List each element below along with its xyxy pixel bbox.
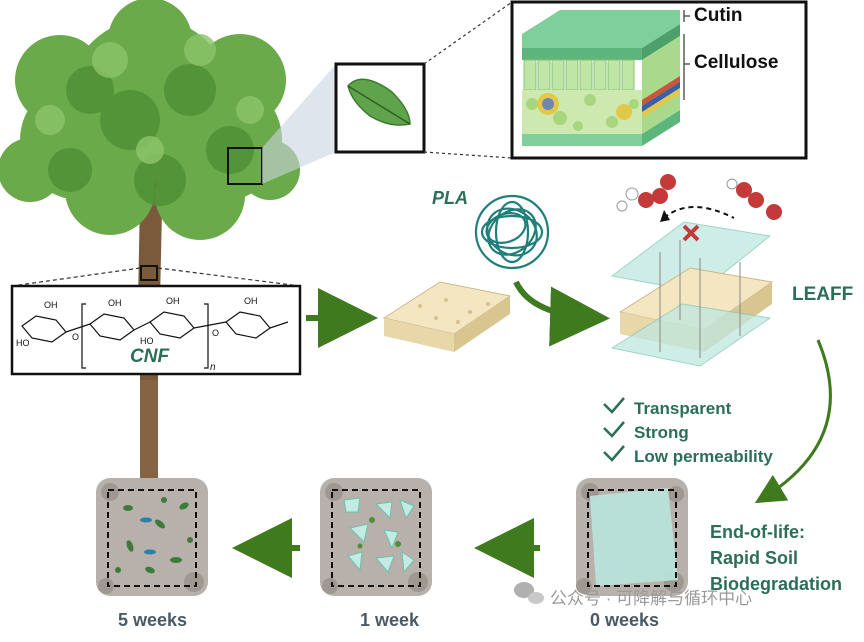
property-low-permeability: Low permeability <box>634 447 773 466</box>
tree <box>0 0 300 480</box>
end-of-life-line-1: End-of-life: <box>710 522 805 542</box>
label-leaff: LEAFF <box>792 284 854 305</box>
timeline-label-1-week: 1 week <box>360 610 420 630</box>
water-oxygen-molecules <box>616 174 782 220</box>
label-n-subscript: n <box>210 362 216 373</box>
label-o-1: O <box>72 332 80 342</box>
cellulose-structure <box>21 303 289 369</box>
arrow-pla-to-leaff <box>513 280 610 347</box>
soil-1-week <box>320 478 432 596</box>
label-ho-2: HO <box>140 336 154 346</box>
leaff-assembly <box>610 221 774 367</box>
label-cutin: Cutin <box>694 5 743 26</box>
trunk-zoom-box <box>140 265 158 281</box>
timeline-label-0-weeks: 0 weeks <box>590 610 660 630</box>
blocked-x-icon <box>682 224 700 242</box>
blocked-path-arrow <box>663 206 735 219</box>
label-oh-1: OH <box>44 300 58 310</box>
soil-5-weeks <box>96 478 208 596</box>
timeline-label-5-weeks: 5 weeks <box>118 610 188 630</box>
label-ho-1: HO <box>16 338 30 348</box>
label-oh-3: OH <box>166 296 180 306</box>
property-transparent: Transparent <box>634 399 732 418</box>
label-cnf: CNF <box>130 346 170 367</box>
watermark: 公众号 · 可降解与循环中心 <box>550 589 753 608</box>
label-cellulose: Cellulose <box>694 52 779 73</box>
wechat-icon <box>514 582 544 604</box>
leaf-icon <box>347 78 411 126</box>
label-o-2: O <box>212 328 220 338</box>
soil-0-weeks <box>576 478 688 596</box>
check-icon <box>603 397 625 462</box>
label-oh-2: OH <box>108 298 122 308</box>
label-oh-4: OH <box>244 296 258 306</box>
zoom-cone <box>262 64 336 184</box>
leaf-cross-section <box>522 10 690 146</box>
label-pla: PLA <box>432 188 468 208</box>
end-of-life-line-2: Rapid Soil <box>710 548 799 568</box>
cellulose-foam <box>382 281 512 352</box>
end-of-life-line-3: Biodegradation <box>710 574 843 594</box>
property-strong: Strong <box>634 423 689 442</box>
arrow-leaff-to-soil <box>754 339 832 504</box>
pla-polymer <box>474 194 550 270</box>
